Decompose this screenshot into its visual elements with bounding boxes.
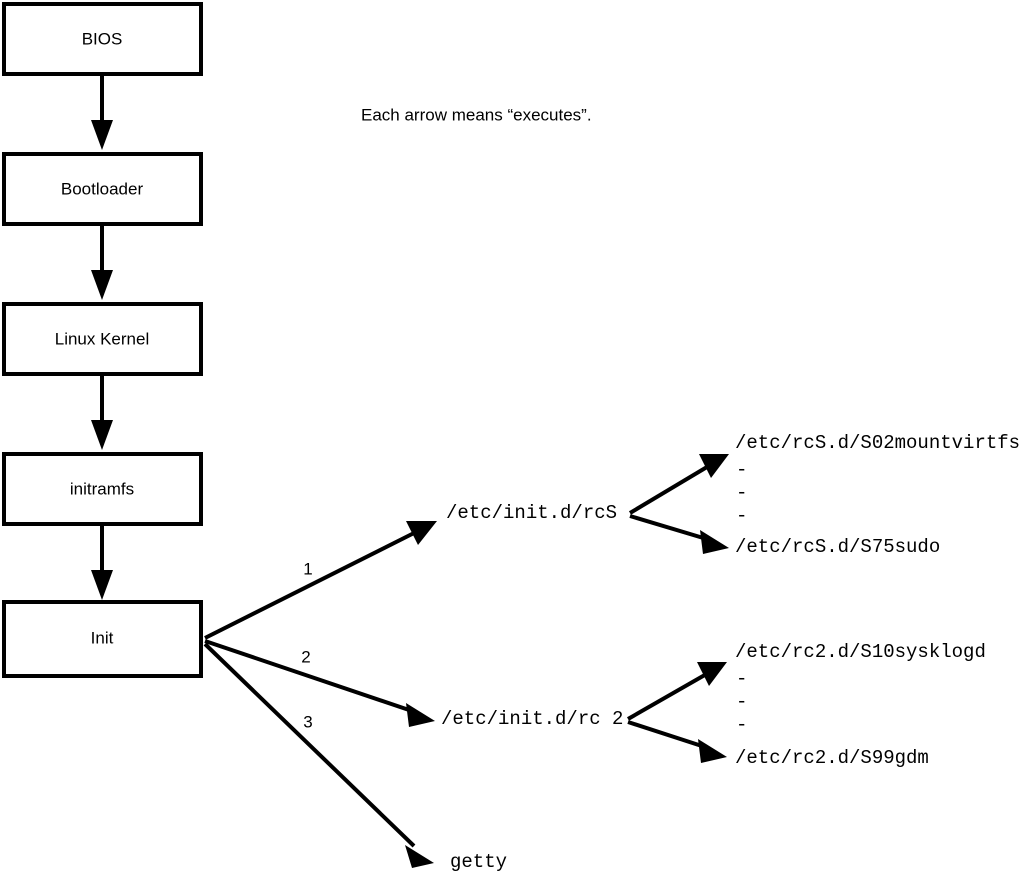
rcs-ellipsis-dash-3: - (736, 505, 747, 527)
label-getty: getty (450, 851, 507, 873)
rcs-ellipsis-dash-1: - (736, 459, 747, 481)
branch-number-2: 2 (301, 647, 310, 666)
bios-box-label: BIOS (82, 29, 123, 48)
arrow-head-icon (699, 454, 729, 478)
stage-box-initramfs: initramfs (2, 452, 203, 526)
arrow-head-icon (406, 703, 435, 727)
arrow-head-icon (700, 530, 729, 554)
label-rc2-first-script: /etc/rc2.d/S10sysklogd (735, 641, 986, 663)
branch-number-3: 3 (303, 712, 312, 731)
rc2-ellipsis-dash-2: - (736, 691, 747, 713)
label-init-d-rc2: /etc/init.d/rc 2 (441, 708, 623, 730)
branch-number-1: 1 (303, 559, 312, 578)
kernel-box-label: Linux Kernel (55, 329, 150, 348)
arrow-head-icon (698, 739, 727, 763)
arrow-head-icon (91, 270, 113, 300)
bootloader-box-outline (2, 152, 203, 226)
arrow-rc2-to-first-script (627, 662, 727, 721)
arrow-init-to-rc2: 2 (204, 639, 435, 727)
arrow-head-icon (91, 420, 113, 450)
arrow-initramfs-to-init (91, 524, 113, 600)
bootloader-box-label: Bootloader (61, 179, 144, 198)
arrow-rcs-to-first-script (628, 454, 729, 515)
initramfs-box-outline (2, 452, 203, 526)
init-box-outline (2, 600, 203, 678)
arrow-head-icon (91, 570, 113, 600)
kernel-box-outline (2, 302, 203, 376)
rc2-ellipsis-dash-3: - (736, 714, 747, 736)
rc2-ellipsis-dash-1: - (736, 668, 747, 690)
arrow-rcs-to-last-script (629, 514, 729, 554)
stage-box-bootloader: Bootloader (2, 152, 203, 226)
arrow-kernel-to-initramfs (91, 376, 113, 450)
arrow-rc2-to-last-script (627, 720, 727, 763)
label-init-d-rcs: /etc/init.d/rcS (446, 502, 617, 524)
bios-box-outline (2, 2, 203, 76)
stage-box-init: Init (2, 600, 203, 678)
arrow-init-to-getty: 3 (203, 642, 434, 868)
diagram-caption: Each arrow means “executes”. (361, 105, 592, 124)
arrow-head-icon (406, 521, 437, 545)
arrow-bootloader-to-kernel (91, 226, 113, 300)
label-rcs-last-script: /etc/rcS.d/S75sudo (735, 536, 940, 558)
stage-box-bios: BIOS (2, 2, 203, 76)
arrow-head-icon (405, 845, 434, 868)
arrow-head-icon (697, 662, 727, 686)
stage-box-kernel: Linux Kernel (2, 302, 203, 376)
label-rcs-first-script: /etc/rcS.d/S02mountvirtfs (735, 432, 1020, 454)
arrow-init-to-rcs: 1 (204, 521, 437, 640)
initramfs-box-label: initramfs (70, 479, 134, 498)
arrow-head-icon (91, 120, 113, 150)
arrow-bios-to-bootloader (91, 76, 113, 150)
init-box-label: Init (91, 628, 114, 647)
label-rc2-last-script: /etc/rc2.d/S99gdm (735, 747, 929, 769)
rcs-ellipsis-dash-2: - (736, 482, 747, 504)
